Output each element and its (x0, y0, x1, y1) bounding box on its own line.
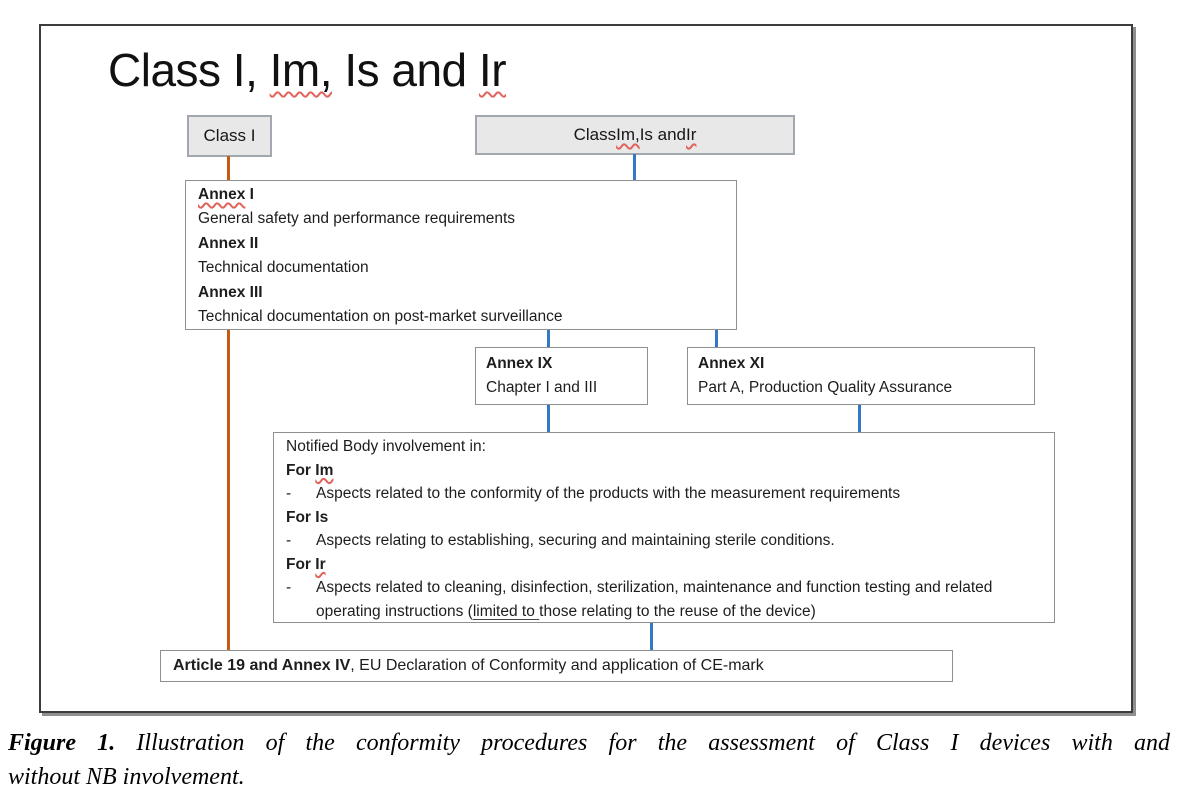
for-im-misspelled-word: Im (315, 461, 334, 479)
annex-i-misspelled-word: Annex (198, 186, 246, 203)
ir-bullet-item: - Aspects related to cleaning, disinfect… (286, 576, 1042, 623)
annex-ix-desc: Chapter I and III (486, 379, 598, 396)
annex-item-title: Annex I (198, 183, 724, 207)
node-annex-i-ii-iii: Annex I General safety and performance r… (185, 180, 737, 330)
for-im-heading: For Im (286, 459, 1042, 483)
figure-caption: Figure 1. Illustration of the conformity… (8, 726, 1170, 794)
node-class-i-label: Class I (203, 126, 256, 145)
connector-notified-body-to-article-box (650, 623, 653, 650)
connector-annex-box-to-annex-xi (715, 330, 718, 347)
diagram-title: Class I, Im, Is and Ir (108, 44, 507, 96)
connector-annex-ix-to-notified-body (547, 405, 550, 432)
is-bullet-item: - Aspects relating to establishing, secu… (286, 529, 1042, 553)
annex-ix-title: Annex IX (486, 355, 553, 372)
for-is-heading: For Is (286, 508, 329, 526)
annex-i-title-rest: I (245, 186, 254, 203)
caption-figure-label: Figure 1. (8, 730, 116, 756)
for-ir-label: For (286, 555, 316, 573)
for-ir-misspelled-word: Ir (315, 555, 326, 573)
im-bullet-item: - Aspects related to the conformity of t… (286, 482, 1042, 506)
ir-bullet-text: Aspects related to cleaning, disinfectio… (316, 576, 1042, 623)
annex-xi-desc: Part A, Production Quality Assurance (698, 379, 953, 396)
caption-line-1: Figure 1. Illustration of the conformity… (8, 726, 1170, 760)
connector-class-i-to-article-box (227, 330, 230, 650)
connector-annex-box-to-annex-ix (547, 330, 550, 347)
node-annex-ix: Annex IX Chapter I and III (475, 347, 648, 405)
caption-text: Illustration of the conformity procedure… (115, 730, 1171, 756)
title-segment: Is and (332, 44, 479, 96)
node-class-im-is-ir: Class Im, Is and Ir (475, 115, 795, 155)
node-misspelled-word-ir: Ir (686, 125, 697, 144)
node-misspelled-word-im: Im, (616, 125, 640, 144)
annex-item-title: Annex II (198, 234, 259, 252)
node-notified-body: Notified Body involvement in: For Im - A… (273, 432, 1055, 623)
annex-item-title: Annex III (198, 283, 263, 301)
for-im-label: For (286, 461, 316, 479)
is-bullet-text: Aspects relating to establishing, securi… (316, 532, 835, 549)
connector-class-im-to-annex-box (633, 154, 636, 180)
article-19-bold-text: Article 19 and Annex IV (173, 657, 351, 674)
notified-body-heading: Notified Body involvement in: (286, 438, 486, 455)
annex-item-desc: Technical documentation on post-market s… (198, 308, 563, 326)
connector-annex-xi-to-notified-body (858, 405, 861, 432)
bullet-dash: - (286, 532, 292, 549)
title-misspelled-word-im: Im, (269, 44, 333, 96)
ir-bullet-segment: Aspects related to cleaning, disinfectio… (316, 579, 993, 620)
annex-item-desc: Technical documentation (198, 259, 369, 277)
node-class-i: Class I (187, 115, 272, 157)
im-bullet-text: Aspects related to the conformity of the… (316, 485, 901, 502)
connector-class-i-to-annex-box (227, 156, 230, 180)
title-misspelled-word-ir: Ir (478, 44, 507, 96)
node-article-19: Article 19 and Annex IV, EU Declaration … (160, 650, 953, 682)
title-segment: Class I, (108, 44, 270, 96)
ir-bullet-underlined-segment: limited to (472, 602, 540, 620)
node-annex-xi: Annex XI Part A, Production Quality Assu… (687, 347, 1035, 405)
node-label-segment: Class (573, 125, 617, 144)
for-ir-heading: For Ir (286, 553, 1042, 577)
article-19-rest-text: , EU Declaration of Conformity and appli… (350, 657, 764, 674)
caption-line-2: without NB involvement. (8, 764, 245, 790)
annex-item-desc: General safety and performance requireme… (198, 210, 516, 228)
bullet-dash: - (286, 579, 292, 596)
node-label-segment: Is and (639, 125, 687, 144)
bullet-dash: - (286, 485, 292, 502)
ir-bullet-segment: those relating to the reuse of the devic… (539, 602, 816, 620)
annex-xi-title: Annex XI (698, 355, 765, 372)
